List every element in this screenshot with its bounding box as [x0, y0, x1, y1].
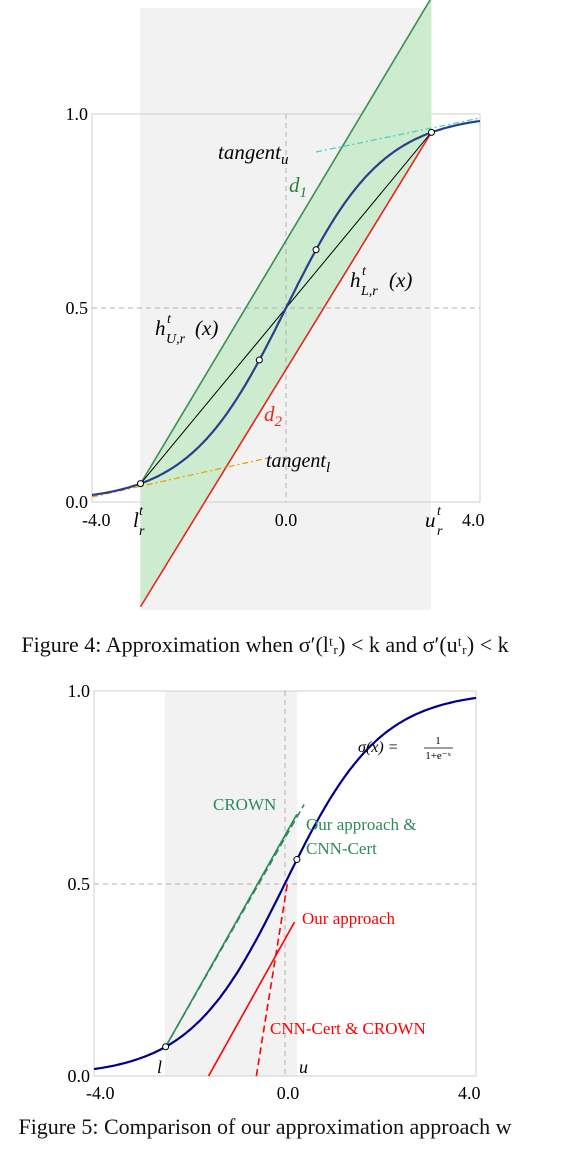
fig4-d1-sub: 1 [300, 185, 308, 201]
figure-4: 1.0 0.5 0.0 -4.0 0.0 4.0 tangentu d1 d2 … [66, 0, 485, 610]
fig4-lower-bound-line [139, 131, 433, 608]
figure-5: 1.0 0.5 0.0 -4.0 0.0 4.0 σ(x) = 1 1+e⁻ˣ … [68, 681, 481, 1103]
fig5-ytick-0: 0.0 [68, 1066, 91, 1086]
fig5-sigma-num: 1 [435, 735, 441, 747]
fig4-ytick-1: 1.0 [66, 104, 89, 124]
fig5-xtick-4: 4.0 [458, 1083, 481, 1103]
fig4-d1-label: d1 [289, 173, 307, 201]
fig4-hU-main: h [155, 316, 166, 340]
fig4-point-l [137, 480, 144, 488]
fig4-hU-arg: (x) [195, 316, 218, 340]
fig4-hL-main: h [350, 268, 361, 292]
fig4-d2-label: d2 [264, 402, 283, 430]
figure-4-caption: Figure 4: Approximation when σ′(lᵗᵣ) < k… [21, 632, 509, 657]
fig5-our-approach-green-line1: Our approach & [306, 815, 416, 834]
figure-5-caption: Figure 5: Comparison of our approximatio… [18, 1114, 512, 1139]
fig5-xtick-0: 0.0 [277, 1083, 300, 1103]
fig4-point-d1 [312, 246, 320, 254]
fig5-sigma-lhs: σ(x) = [358, 739, 398, 756]
fig5-point-l [162, 1043, 170, 1051]
fig5-upper-dashed-line [164, 804, 305, 1048]
fig5-ytick-05: 0.5 [68, 874, 91, 894]
fig4-lr-label: l t r [133, 504, 145, 539]
fig4-point-d2 [255, 356, 263, 364]
fig4-ur-label: u t r [425, 504, 443, 539]
fig4-tangent-u-sub: u [281, 152, 289, 168]
fig4-hL-arg: (x) [389, 268, 412, 292]
fig4-ytick-05: 0.5 [66, 298, 89, 318]
fig4-lr-sub: r [139, 524, 145, 539]
fig4-tangent-l-label: tangentl [266, 450, 330, 476]
fig4-tangent-u-label: tangentu [218, 140, 289, 168]
fig5-our-approach-green-line2: CNN-Cert [306, 839, 377, 858]
fig4-hU-sub: U,r [166, 332, 186, 347]
fig5-sigma-den: 1+e⁻ˣ [425, 750, 451, 762]
fig4-xtick-0: 0.0 [275, 510, 298, 530]
fig4-d1-main: d [289, 173, 300, 197]
fig5-u-label: u [299, 1057, 308, 1077]
fig4-hL-label: h t L,r (x) [350, 264, 412, 299]
fig5-our-approach-red: Our approach [302, 909, 395, 928]
fig4-sigmoid-curve [91, 119, 481, 497]
fig5-cnn-crown-red: CNN-Cert & CROWN [270, 1019, 426, 1038]
fig4-hU-label: h t U,r (x) [155, 312, 218, 347]
fig5-crown-label: CROWN [213, 795, 276, 814]
fig4-tangent-l-sub: l [326, 460, 330, 476]
fig5-sigma-formula: σ(x) = 1 1+e⁻ˣ [358, 735, 453, 762]
fig4-point-u [428, 128, 435, 136]
fig4-d2-sub: 2 [275, 414, 283, 430]
fig4-ur-sub: r [437, 524, 443, 539]
fig4-ur-main: u [425, 508, 436, 532]
fig4-tangent-l-main: tangent [266, 450, 326, 472]
fig5-point-u [293, 856, 301, 864]
fig4-ur-sup: t [437, 504, 442, 519]
fig4-d2-main: d [264, 402, 275, 426]
fig4-hU-sup: t [167, 312, 172, 327]
fig4-lr-sup: t [139, 504, 144, 519]
fig4-ytick-0: 0.0 [66, 492, 89, 512]
fig5-ytick-1: 1.0 [68, 681, 91, 701]
fig4-hL-sub: L,r [360, 284, 378, 299]
fig4-xtick-neg4: -4.0 [82, 510, 111, 530]
fig4-lr-main: l [133, 508, 139, 532]
fig4-tangent-u-main: tangent [218, 140, 282, 164]
fig4-upper-bound-line [139, 0, 431, 485]
fig5-xtick-neg4: -4.0 [86, 1083, 115, 1103]
fig4-xtick-4: 4.0 [462, 510, 485, 530]
fig5-sigmoid-curve [93, 696, 477, 1071]
fig4-hL-sup: t [362, 264, 367, 279]
fig5-l-label: l [157, 1057, 162, 1077]
fig5-lower-solid-line [207, 921, 296, 1077]
